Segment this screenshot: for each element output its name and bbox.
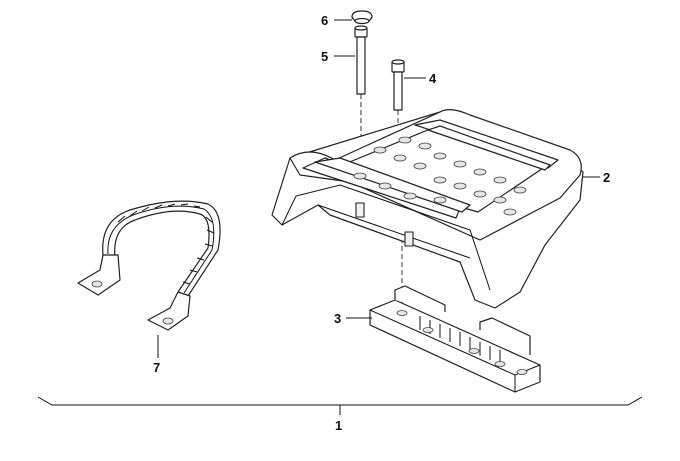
callout-3: 3: [334, 311, 341, 326]
leader-lines: [157, 19, 600, 358]
part-6-cap[interactable]: [351, 10, 373, 25]
callout-1: 1: [335, 418, 342, 433]
callout-5: 5: [321, 49, 328, 64]
part-3-base-plate[interactable]: [369, 285, 541, 393]
kit-bracket-line: [37, 396, 643, 415]
part-4-short-bolt[interactable]: [391, 59, 405, 111]
part-7-strap[interactable]: [77, 200, 221, 331]
callout-4: 4: [429, 71, 437, 86]
part-5-long-bolt[interactable]: [354, 25, 368, 95]
callout-2: 2: [603, 170, 610, 185]
part-2-luggage-rack[interactable]: [271, 109, 584, 309]
rack-deck-holes: [353, 136, 527, 216]
callout-7: 7: [153, 360, 160, 375]
callout-6: 6: [321, 13, 328, 28]
